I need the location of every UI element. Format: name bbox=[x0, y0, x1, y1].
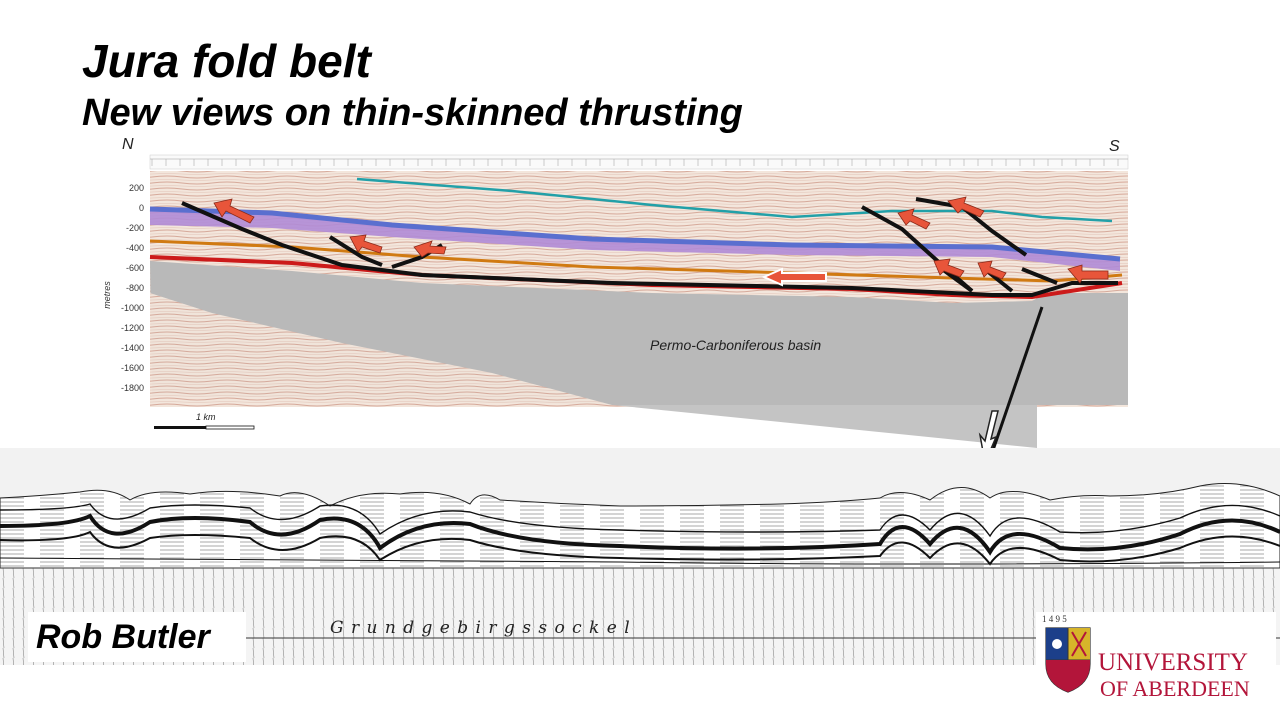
logo-line1: UNIVERSITY bbox=[1098, 649, 1248, 676]
slide-title: Jura fold belt bbox=[82, 35, 371, 87]
depth-tick: -1200 bbox=[121, 323, 144, 333]
author-name: Rob Butler bbox=[28, 612, 246, 662]
seismic-section: N S 200 0 -200 -4 bbox=[102, 136, 1129, 458]
depth-tick: -1800 bbox=[121, 383, 144, 393]
basin-label: Permo-Carboniferous basin bbox=[650, 337, 821, 353]
slide-subtitle: New views on thin-skinned thrusting bbox=[82, 92, 743, 134]
depth-tick: -200 bbox=[126, 223, 144, 233]
depth-axis-label: metres bbox=[102, 281, 112, 309]
logo-year: 1 4 9 5 bbox=[1042, 614, 1067, 624]
depth-tick: -400 bbox=[126, 243, 144, 253]
projection-line bbox=[990, 306, 1044, 454]
basement-label: G r u n d g e b i r g s s o c k e l bbox=[330, 618, 631, 638]
slip-arrow bbox=[761, 267, 827, 287]
depth-tick: 0 bbox=[139, 203, 144, 213]
purple-unit bbox=[150, 209, 1120, 271]
depth-tick: -1400 bbox=[121, 343, 144, 353]
thrust-faults bbox=[181, 197, 1118, 297]
compass-north: N bbox=[122, 136, 134, 153]
depth-axis: 200 0 -200 -400 -600 -800 -1000 -1200 -1… bbox=[121, 183, 144, 393]
basin-projection bbox=[612, 405, 1037, 448]
ruler-ticks bbox=[151, 159, 1119, 166]
logo-line2: OF ABERDEEN bbox=[1100, 676, 1250, 701]
orange-horizon bbox=[149, 239, 1123, 283]
depth-tick: -1600 bbox=[121, 363, 144, 373]
depth-tick: 200 bbox=[129, 183, 144, 193]
folded-strata bbox=[0, 483, 1280, 569]
scale-label: 1 km bbox=[196, 412, 216, 422]
compass-south: S bbox=[1109, 138, 1120, 155]
thrust-arrows bbox=[213, 196, 1109, 284]
depth-tick: -1000 bbox=[121, 303, 144, 313]
university-logo: 1 4 9 5 UNIVERSITY OF ABERDEEN bbox=[1036, 612, 1276, 702]
blue-horizon bbox=[149, 206, 1121, 262]
teal-horizon bbox=[356, 177, 1113, 223]
crest-icon bbox=[1045, 627, 1091, 693]
scale-bar bbox=[154, 425, 255, 430]
depth-tick: -800 bbox=[126, 283, 144, 293]
fold-layers bbox=[0, 503, 1280, 566]
depth-tick: -600 bbox=[126, 263, 144, 273]
